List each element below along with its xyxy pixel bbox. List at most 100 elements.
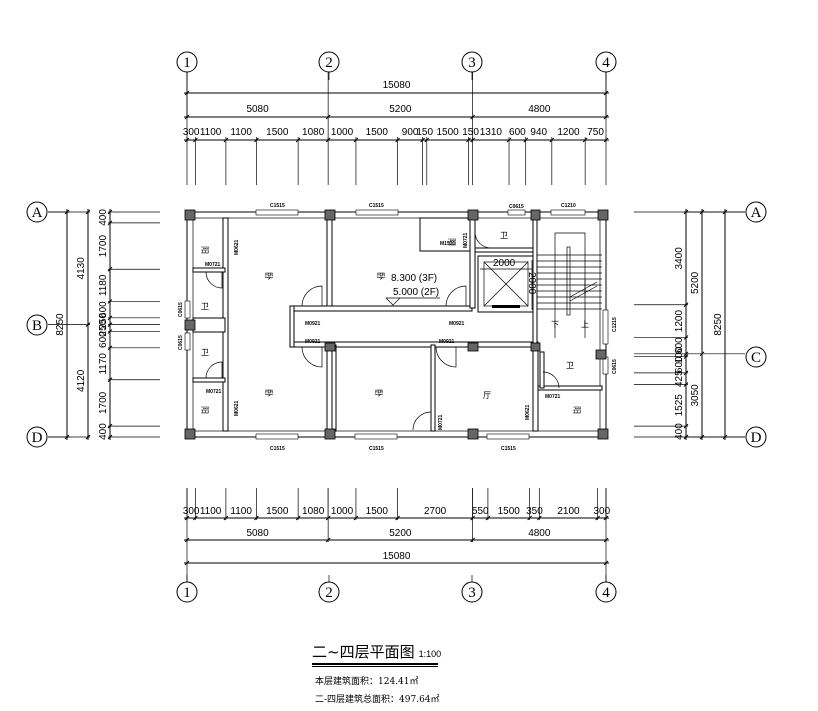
top-detail-dimension-label: 940 [530,127,547,138]
bottom-detail-dimension-label: 550 [472,506,489,517]
dimension-tick [683,382,689,387]
top-detail-dimension-label: 150 [416,127,433,138]
door-label: M0721 [438,414,444,430]
top-bay-dimension-label: 5200 [389,104,412,115]
left-detail-dimension-label: 400 [98,423,109,440]
bottom-detail-dimension-label: 1500 [366,506,389,517]
top-detail-dimension-label: 1000 [331,127,354,138]
bottom-detail-dimension-label: 1100 [230,506,252,517]
dimension-tick [184,560,190,566]
bottom-bay-dimension-label: 5200 [389,528,412,539]
axis-bubble [176,51,198,73]
room-label-hall: 厅 [483,391,491,400]
dimension-tick [107,315,113,321]
window-label: C0615 [178,302,184,317]
dimension-tick [699,351,705,357]
right-detail-dimension-label: 1200 [674,310,685,333]
right-detail-dimension-label: 3400 [674,247,685,270]
dimension-tick [523,137,529,143]
axis-label: 3 [468,55,476,71]
dimension-tick [353,515,359,521]
room-label-toilet: 卫 [201,302,209,311]
dimension-tick [107,434,113,440]
right-detail-dimension-label: 1525 [674,394,685,417]
dimension-tick [192,137,198,143]
stair-up-label: 上 [581,320,589,329]
top-detail-dimension-label: 1500 [436,127,459,138]
door-label: M0621 [525,404,531,420]
left-detail-dimension-label: 600 [98,301,109,318]
elevator-depth: 2000 [526,272,537,295]
dimension-tick [107,322,113,327]
bottom-detail-dimension-label: 350 [526,506,543,517]
bottom-detail-dimension-label: 1080 [302,506,325,517]
dimension-tick [683,335,689,340]
dimension-tick [85,322,91,327]
window-label: C1215 [612,317,618,332]
window-label: C1515 [369,446,384,452]
bottom-detail-dimension-label: 2100 [557,506,580,517]
door-label: M0921 [305,339,321,345]
dimension-tick [582,137,588,143]
dimension-tick [536,515,542,521]
dimension-tick [254,137,259,143]
dimension-tick [722,209,728,215]
axis-label: 4 [602,55,610,71]
right-detail-dimension-label: 600 [674,356,685,373]
elevator-dimensions: 2000 2000 [480,258,537,310]
axis-label: D [751,430,762,446]
bottom-bay-dimension-label: 5080 [246,528,269,539]
dimension-tick [595,515,601,521]
top-detail-dimension-label: 600 [509,127,526,138]
axis-label: C [751,350,761,366]
dimension-tick [107,377,113,383]
left-detail-dimension-label: 1700 [98,235,109,258]
top-detail-dimension-label: 150 [462,127,479,138]
axis-bubble [595,51,617,73]
axis-bubble [26,201,48,223]
total-area: 二-四层建筑总面积：497.64㎡ [315,695,440,705]
elevation-3f: 8.300 (3F) [391,273,437,284]
axis-label: 4 [602,585,610,601]
left-detail-dimension-label: 250 [98,312,109,329]
axis-label: A [751,205,762,221]
right-half-dimension-label: 5200 [690,271,701,294]
right-total-dimension-label: 8250 [713,313,724,336]
door-label: M0721 [206,389,222,395]
top-detail-dimension-label: 750 [587,127,604,138]
dimension-tick [223,515,229,521]
dimension-tick [184,114,190,120]
dimension-tick [107,266,113,272]
room-label-balcony: 阳 [572,406,581,414]
bottom-detail-dimension-label: 1500 [498,506,521,517]
elevation-mark: 8.300 (3F) 5.000 (2F) [385,273,440,306]
window-labels: C1515 C1515 C0615 C1210 C1515 C1515 C151… [178,203,618,452]
axis-bubble [461,581,483,603]
bottom-detail-dimension-label: 300 [183,506,200,517]
left-half-dimension-label: 4130 [76,257,87,280]
dimension-tick [722,434,728,440]
top-bay-dimension-label: 4800 [528,104,551,115]
top-detail-dimension-label: 1100 [200,127,222,138]
right-detail-dimension-label: 425 [674,370,685,387]
dimension-tick [470,114,475,120]
axis-label: A [32,205,43,221]
door-label: M0721 [545,394,561,400]
dimension-tick [107,345,113,351]
drawing-scale: 1:100 [418,649,442,659]
axis-bubble [318,581,340,603]
room-label-toilet: 卫 [201,348,209,357]
axis-label: B [32,318,42,334]
dimension-tick [353,137,359,143]
elevation-2f: 5.000 (2F) [393,287,439,298]
stair-down-label: 下 [551,320,559,329]
dimension-tick [107,209,113,215]
dimension-tick [683,370,689,376]
axis-bubble [745,201,767,223]
dimension-tick [325,137,331,143]
dimension-tick [470,537,475,543]
door-label: M0921 [449,321,465,327]
left-detail-dimension-label: 250 [98,319,109,336]
